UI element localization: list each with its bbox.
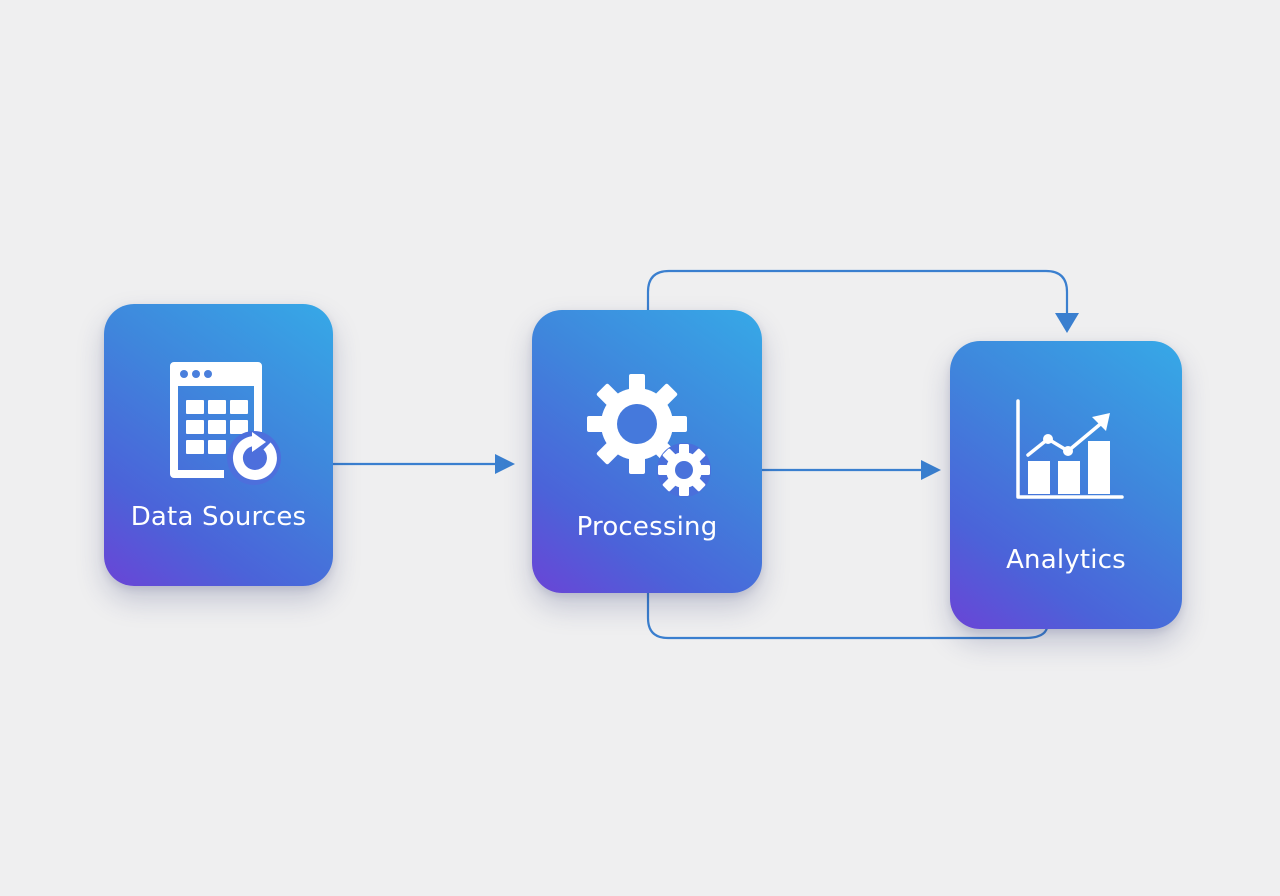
- node-data-sources[interactable]: Data Sources: [104, 304, 333, 586]
- bar-chart-trend-icon: [1016, 399, 1124, 499]
- arrowhead-to-analytics: [921, 460, 941, 480]
- node-label: Data Sources: [130, 502, 307, 532]
- spreadsheet-refresh-icon: [170, 362, 281, 485]
- gears-icon: [587, 374, 711, 497]
- edge-processing-to-analytics-top-loop: [646, 269, 1069, 320]
- node-label: Processing: [576, 512, 718, 542]
- node-label: Analytics: [1006, 545, 1126, 575]
- arrowhead-top-loop: [1055, 313, 1079, 333]
- node-analytics[interactable]: Analytics: [950, 341, 1182, 629]
- edge-processing-to-analytics-bottom-loop: [646, 591, 1049, 640]
- arrowhead-to-processing: [495, 454, 515, 474]
- node-processing[interactable]: Processing: [532, 310, 762, 593]
